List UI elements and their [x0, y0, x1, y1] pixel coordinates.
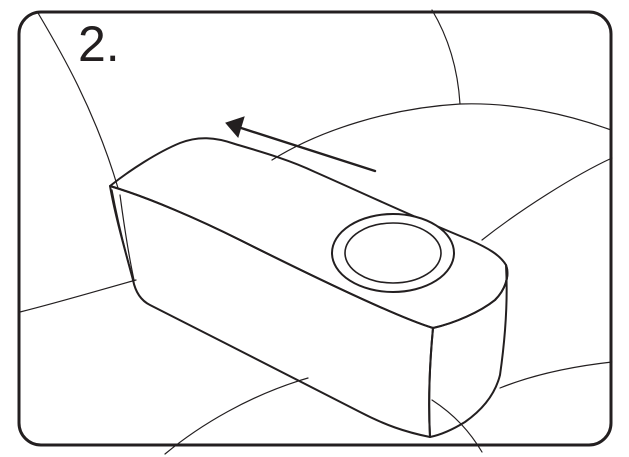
seam-backrest-left	[37, 12, 119, 189]
panel-frame	[17, 10, 613, 447]
armrest-edge-highlight	[111, 189, 135, 283]
seam-right-seat	[481, 157, 613, 241]
cup-holder-icon	[331, 213, 455, 293]
seam-left-seat	[19, 279, 137, 313]
arrow-head	[225, 116, 245, 139]
seam-backrest-crease	[119, 194, 135, 281]
arrow-shaft	[236, 125, 377, 173]
cup-holder-inner-ring	[344, 222, 442, 284]
armrest-end-face	[428, 264, 509, 438]
armrest	[109, 137, 509, 438]
armrest-front-face	[109, 185, 434, 438]
seat-seams	[19, 9, 613, 455]
armrest-top-face	[109, 137, 509, 329]
seam-bottom-right-b	[499, 361, 613, 389]
step-number-label: 2.	[78, 16, 120, 72]
seam-backrest-center	[431, 9, 461, 105]
seam-top-horizontal	[271, 103, 612, 161]
seam-bottom-left	[164, 377, 309, 455]
arrow-left-icon	[225, 116, 377, 173]
